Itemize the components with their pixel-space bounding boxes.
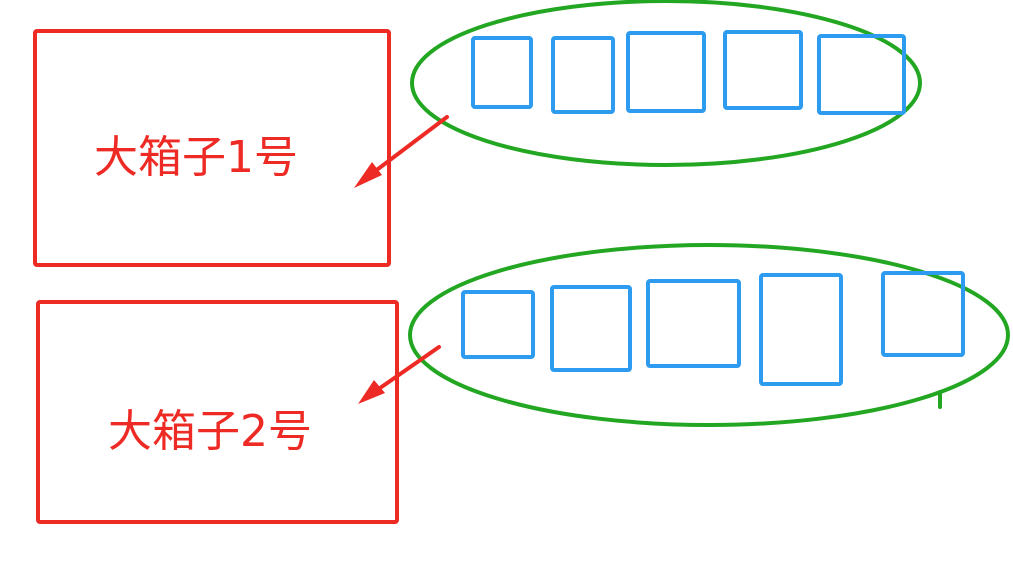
small-box-2-5 bbox=[881, 271, 965, 357]
group-1-ellipse bbox=[410, 0, 922, 167]
small-box-1-4 bbox=[723, 30, 803, 110]
small-box-1-3 bbox=[626, 31, 706, 113]
arrow-2-shaft bbox=[368, 345, 441, 397]
arrow-1-head bbox=[354, 162, 382, 188]
big-box-1-group: 大箱子1号 bbox=[33, 29, 391, 267]
small-box-1-5 bbox=[817, 34, 906, 115]
arrow-1-shaft bbox=[364, 115, 449, 180]
big-box-1 bbox=[33, 29, 391, 267]
arrow-2-head bbox=[358, 380, 385, 404]
small-box-1-2 bbox=[551, 36, 615, 114]
arrow-1 bbox=[354, 115, 449, 188]
small-box-1-1 bbox=[471, 36, 533, 109]
group-2 bbox=[408, 243, 1010, 427]
group-1 bbox=[410, 0, 922, 167]
small-box-2-2 bbox=[550, 285, 632, 372]
group-2-ellipse bbox=[408, 243, 1010, 427]
arrow-2 bbox=[358, 345, 441, 404]
small-box-2-3 bbox=[646, 279, 741, 368]
small-box-2-1 bbox=[461, 290, 535, 359]
big-box-2-group: 大箱子2号 bbox=[36, 300, 399, 524]
small-box-2-4 bbox=[759, 273, 843, 386]
big-box-1-label: 大箱子1号 bbox=[94, 132, 298, 183]
big-box-2 bbox=[36, 300, 399, 524]
big-box-2-label: 大箱子2号 bbox=[108, 406, 312, 457]
